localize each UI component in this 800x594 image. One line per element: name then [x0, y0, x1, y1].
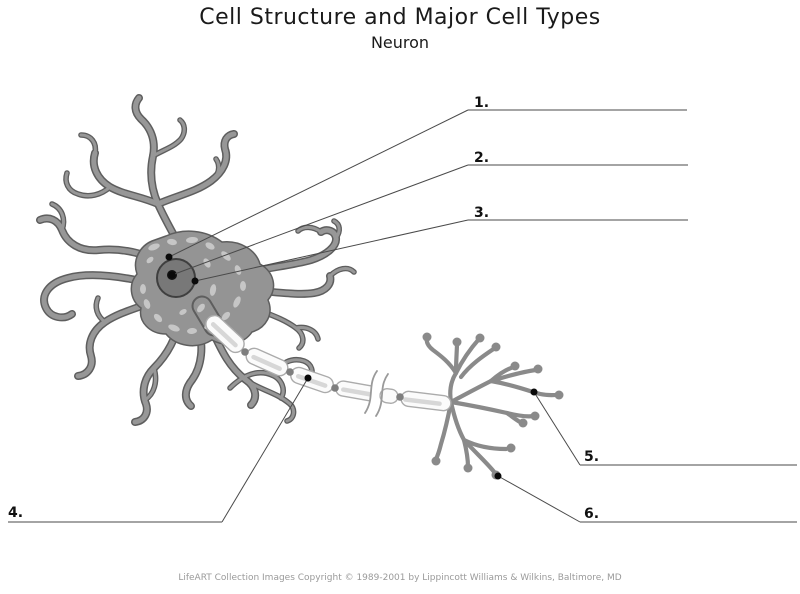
label-3-number: 3. — [474, 205, 489, 221]
label-5-number: 5. — [584, 449, 599, 465]
leader-line-6 — [497, 475, 581, 523]
leader-line-1 — [168, 109, 469, 258]
label-4-number: 4. — [8, 505, 23, 521]
leader-line-2 — [171, 164, 469, 276]
anchor-dot-4 — [304, 374, 312, 382]
anchor-dot-2 — [168, 271, 176, 279]
anchor-dot-1 — [165, 253, 173, 261]
copyright-text: LifeART Collection Images Copyright © 19… — [178, 573, 622, 583]
label-6-number: 6. — [584, 506, 599, 522]
axon-myelin-segments — [205, 314, 452, 419]
label-6: 6. — [580, 506, 797, 523]
nodes-of-ranvier — [241, 348, 404, 401]
nissl-bodies — [140, 236, 246, 335]
leader-lines — [168, 109, 581, 523]
label-5: 5. — [580, 449, 797, 466]
axon-terminal-branches — [422, 332, 564, 480]
anchor-dots — [165, 253, 538, 480]
label-1-number: 1. — [474, 95, 489, 111]
anchor-dot-6 — [494, 472, 502, 480]
leader-line-4 — [221, 377, 309, 523]
label-2-number: 2. — [474, 150, 489, 166]
anchor-dot-3 — [191, 277, 199, 285]
terminal-boutons — [422, 332, 564, 480]
label-2: 2. — [468, 150, 688, 166]
label-4: 4. — [8, 505, 222, 523]
leader-line-3 — [194, 219, 469, 282]
label-3: 3. — [468, 205, 688, 221]
label-1: 1. — [468, 95, 687, 111]
anchor-dot-5 — [530, 388, 538, 396]
leader-line-5 — [533, 391, 581, 466]
axon-break-mark — [364, 367, 389, 419]
page-title: Cell Structure and Major Cell Types — [199, 5, 601, 30]
page-subtitle: Neuron — [370, 33, 430, 52]
